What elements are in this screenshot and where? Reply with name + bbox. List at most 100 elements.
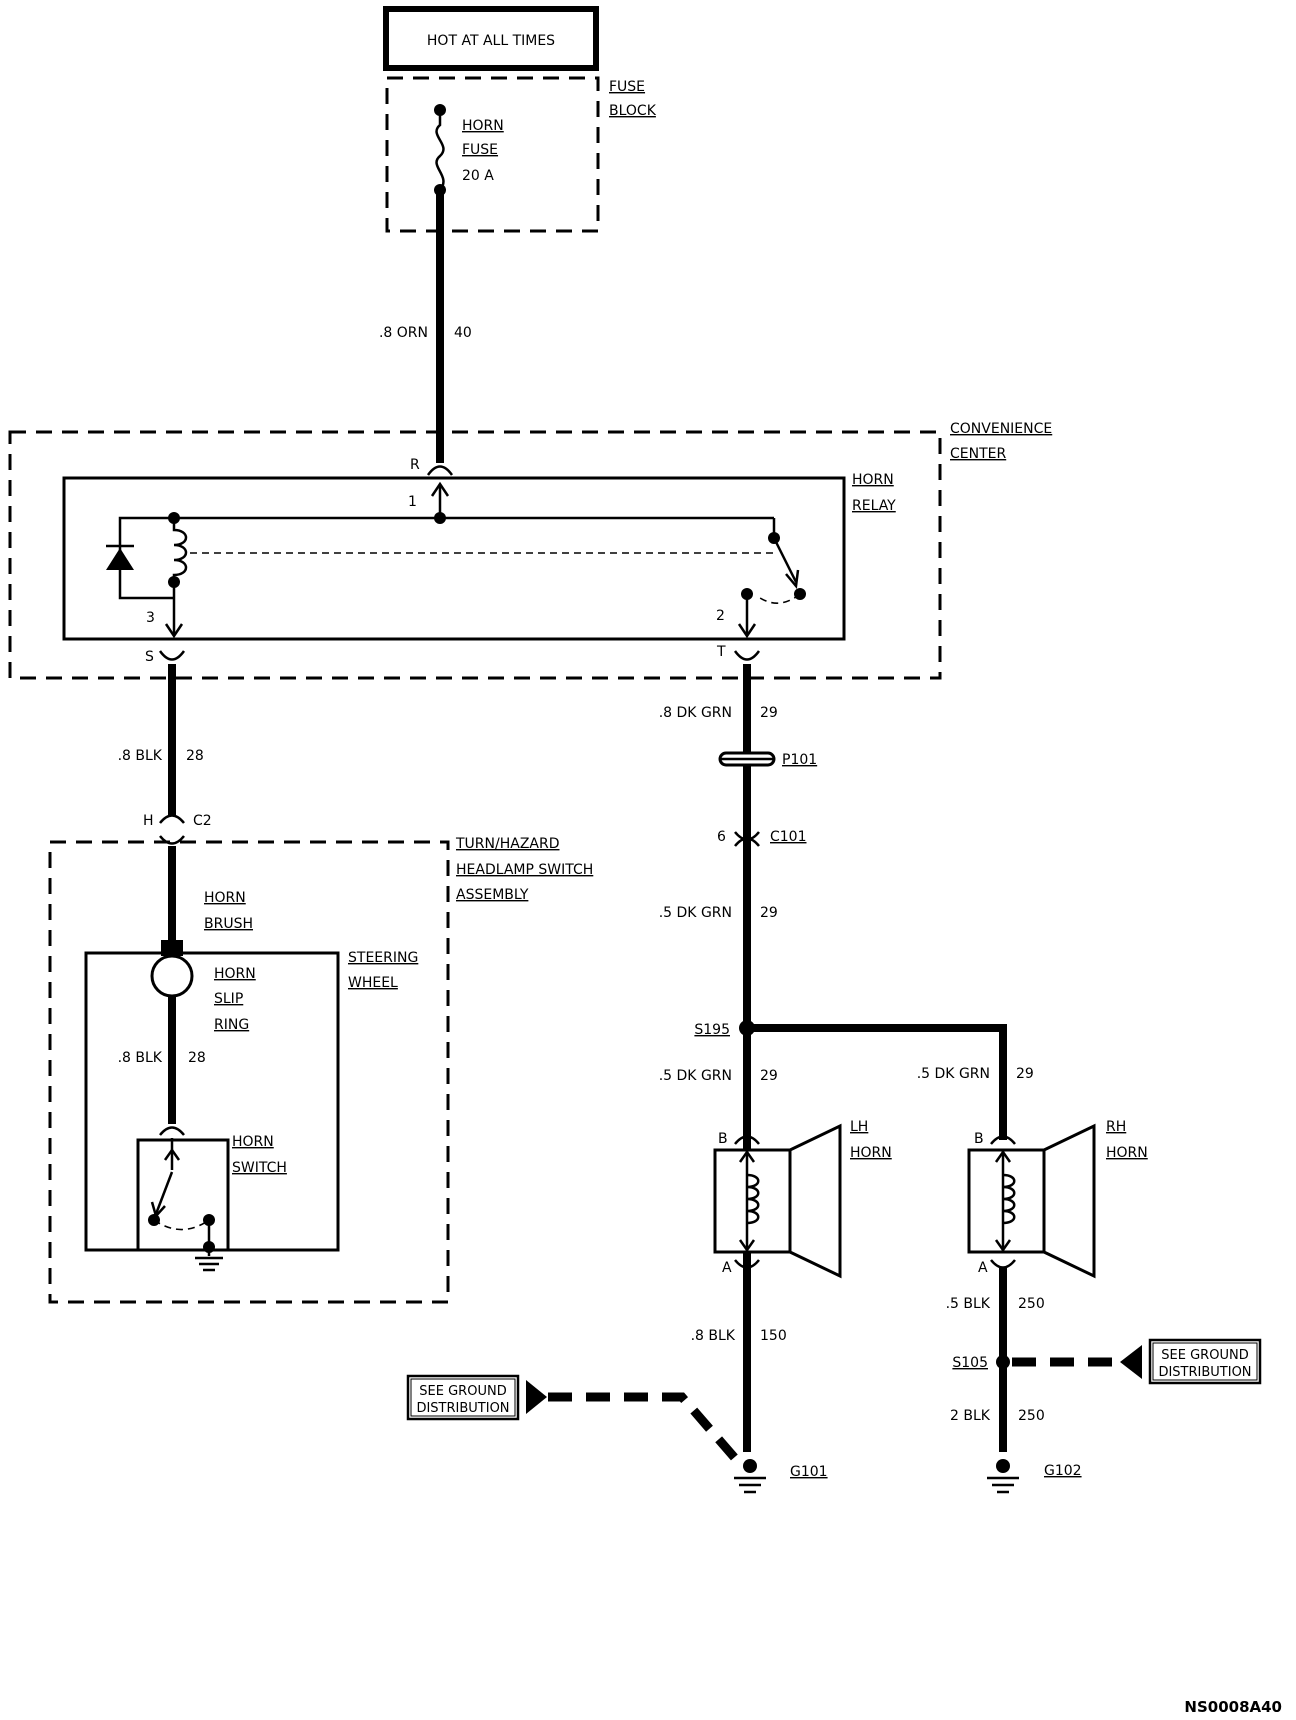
fuse-block-label-1: FUSE: [609, 79, 645, 95]
connector-c101: 6 C101: [717, 829, 807, 847]
see-ground-left-line2: DISTRIBUTION: [416, 1401, 509, 1416]
fuse-block: FUSE BLOCK HORN FUSE 20 A: [385, 76, 657, 233]
wire-lh-feed-circuit: 29: [760, 1068, 778, 1084]
see-ground-left-arrow-icon: [526, 1380, 547, 1414]
relay-coil: [172, 518, 188, 598]
connector-s: [158, 650, 186, 661]
ground-g101: G101: [734, 1459, 828, 1494]
connector-p101-label: P101: [782, 752, 817, 768]
wire-relay-out-circuit: 29: [760, 705, 778, 721]
convenience-center-label-1: CONVENIENCE: [950, 421, 1052, 437]
ground-g102: G102: [987, 1459, 1082, 1494]
horn-switch: HORN SWITCH: [136, 1134, 287, 1272]
pin-r-label: R: [410, 457, 420, 473]
see-ground-distribution-left: SEE GROUND DISTRIBUTION: [406, 1374, 744, 1467]
lh-horn-pin-b: B: [718, 1131, 728, 1147]
wire-rh-ground-circuit: 250: [1018, 1296, 1045, 1312]
lh-horn-bell: [788, 1123, 842, 1279]
connector-c101-label: C101: [770, 829, 807, 845]
ground-g102-label: G102: [1044, 1463, 1082, 1479]
rh-horn: B RH HORN A: [967, 1119, 1148, 1279]
see-ground-right-arrow-icon: [1120, 1345, 1142, 1379]
splice-s105-label: S105: [952, 1355, 988, 1371]
wire-lh-ground-size: .8 BLK: [691, 1328, 736, 1344]
wire-slip-ring-size: .8 BLK: [118, 1050, 163, 1066]
fuse-symbol: [435, 110, 445, 191]
figure-id: NS0008A40: [1184, 1698, 1282, 1716]
wire-feed-circuit: 40: [454, 325, 472, 341]
connector-r: [426, 465, 454, 476]
turn-hazard-label-3: ASSEMBLY: [456, 887, 529, 903]
relay-contact-arm: [772, 537, 798, 583]
wire-slip-ring-circuit: 28: [188, 1050, 206, 1066]
connector-c101-pin: 6: [717, 829, 726, 845]
splice-s105: [996, 1355, 1010, 1369]
horn-brush-label-2: BRUSH: [204, 916, 253, 932]
ground-g101-label: G101: [790, 1464, 828, 1480]
see-ground-left-line1: SEE GROUND: [419, 1384, 506, 1399]
horn-brush-label-1: HORN: [204, 890, 246, 906]
connector-c2: [159, 814, 185, 824]
lh-horn: B LH HORN A: [713, 1119, 892, 1279]
horn-relay-label-2: RELAY: [852, 498, 896, 514]
connector-p101: P101: [718, 751, 817, 768]
wire-rh-ground-size: .5 BLK: [946, 1296, 991, 1312]
see-ground-right-line2: DISTRIBUTION: [1158, 1365, 1251, 1380]
relay-pin-1: 1: [408, 494, 417, 510]
horn-switch-label-1: HORN: [232, 1134, 274, 1150]
lh-horn-pin-a: A: [722, 1260, 732, 1276]
turn-hazard-assembly: TURN/HAZARD HEADLAMP SWITCH ASSEMBLY HOR…: [48, 836, 593, 1304]
see-ground-distribution-right: SEE GROUND DISTRIBUTION: [1012, 1338, 1262, 1385]
wire-c101-out-size: .5 DK GRN: [659, 905, 732, 921]
pin-t-label: T: [716, 644, 726, 660]
slip-ring-label-1: HORN: [214, 966, 256, 982]
splice-s195-label: S195: [694, 1022, 730, 1038]
wire-rh-feed-29: [747, 1024, 1007, 1140]
wire-horn-sw-circuit: 28: [186, 748, 204, 764]
wire-rh-feed-size: .5 DK GRN: [917, 1066, 990, 1082]
slip-ring-label-3: RING: [214, 1017, 249, 1033]
convenience-center: CONVENIENCE CENTER R S T: [8, 421, 1052, 680]
connector-c2-label: C2: [193, 813, 212, 829]
rh-horn-bell: [1042, 1123, 1096, 1279]
power-source-label: HOT AT ALL TIMES: [427, 33, 555, 49]
wire-relay-out-size: .8 DK GRN: [659, 705, 732, 721]
rh-horn-label-1: RH: [1106, 1119, 1126, 1135]
connector-t: [733, 650, 761, 661]
relay-diode: [106, 548, 134, 570]
wire-feed-size: .8 ORN: [379, 325, 428, 341]
lh-horn-coil: [746, 1173, 760, 1225]
turn-hazard-label-2: HEADLAMP SWITCH: [456, 862, 593, 878]
see-ground-right-line1: SEE GROUND: [1161, 1348, 1248, 1363]
lh-horn-label-2: HORN: [850, 1145, 892, 1161]
fuse-label-2: FUSE: [462, 142, 498, 158]
steering-wheel-label-2: WHEEL: [348, 975, 398, 991]
horn-relay-label-1: HORN: [852, 472, 894, 488]
wire-lh-feed-size: .5 DK GRN: [659, 1068, 732, 1084]
rh-horn-label-2: HORN: [1106, 1145, 1148, 1161]
horn-switch-label-2: SWITCH: [232, 1160, 287, 1176]
convenience-center-label-2: CENTER: [950, 446, 1006, 462]
horn-relay: HORN RELAY 1 3 2: [62, 472, 896, 641]
connector-c2-pin: H: [143, 813, 154, 829]
lh-horn-label-1: LH: [850, 1119, 868, 1135]
horn-slip-ring: [150, 954, 194, 998]
fuse-rating: 20 A: [462, 168, 494, 184]
steering-wheel-label-1: STEERING: [348, 950, 418, 966]
wire-rh-feed-circuit: 29: [1016, 1066, 1034, 1082]
relay-pin-3: 3: [146, 610, 155, 626]
wire-lh-ground-circuit: 150: [760, 1328, 787, 1344]
wire-rh-ground2-circuit: 250: [1018, 1408, 1045, 1424]
fuse-label-1: HORN: [462, 118, 504, 134]
rh-horn-coil: [1002, 1173, 1016, 1225]
turn-hazard-label-1: TURN/HAZARD: [455, 836, 560, 852]
wire-rh-ground2-size: 2 BLK: [950, 1408, 991, 1424]
wire-c101-out-circuit: 29: [760, 905, 778, 921]
steering-wheel: STEERING WHEEL HORN SLIP RING .8 BLK 28 …: [84, 950, 418, 1272]
horn-switch-arm: [154, 1171, 174, 1215]
fuse-block-label-2: BLOCK: [609, 103, 657, 119]
power-source-box: HOT AT ALL TIMES: [383, 6, 599, 71]
rh-horn-pin-b: B: [974, 1131, 984, 1147]
wire-horn-sw-size: .8 BLK: [118, 748, 163, 764]
